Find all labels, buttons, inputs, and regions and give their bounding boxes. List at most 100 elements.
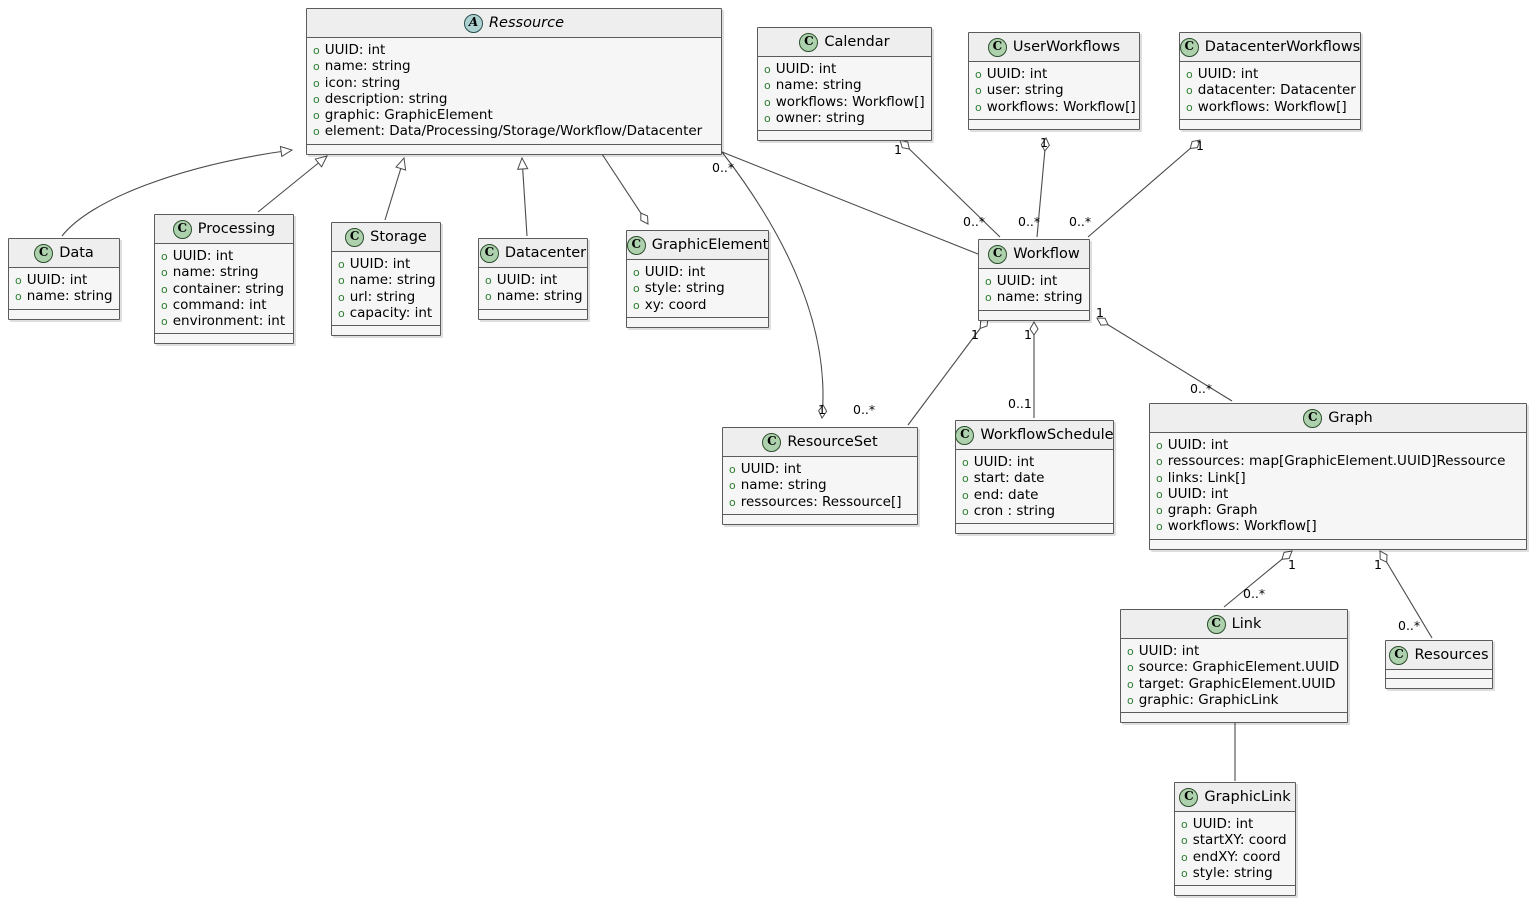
attribute-label: icon: string xyxy=(324,74,401,91)
visibility-public-icon: o xyxy=(1181,866,1188,880)
edge-ressource-graphicelement xyxy=(599,150,649,225)
visibility-public-icon: o xyxy=(161,266,168,280)
class-name-calendar: Calendar xyxy=(824,34,890,50)
attribute-label: UUID: int xyxy=(172,248,234,264)
class-methods-datacenter xyxy=(479,310,587,319)
attribute-row: o end: date xyxy=(962,487,1108,503)
class-name-storage: Storage xyxy=(370,229,427,245)
attribute-label: datacenter: Datacenter xyxy=(1197,82,1356,99)
attribute-label: end: date xyxy=(973,486,1039,503)
class-icon: C xyxy=(172,219,192,239)
visibility-public-icon: o xyxy=(633,266,640,279)
visibility-public-icon: o xyxy=(338,290,345,304)
visibility-public-icon: o xyxy=(729,463,736,476)
abstract-class-icon: A xyxy=(463,13,483,33)
attribute-label: name: string xyxy=(496,288,583,305)
visibility-public-icon: o xyxy=(962,504,969,518)
attribute-label: style: string xyxy=(644,280,725,297)
visibility-public-icon: o xyxy=(1156,471,1163,485)
multiplicity-label: 1 xyxy=(1040,135,1048,150)
visibility-public-icon: o xyxy=(1127,677,1134,691)
visibility-public-icon: o xyxy=(1127,693,1134,707)
class-name-processing: Processing xyxy=(197,221,276,237)
class-icon: C xyxy=(799,32,819,52)
class-methods-workflow xyxy=(979,311,1089,320)
attribute-label: source: GraphicElement.UUID xyxy=(1138,659,1340,676)
visibility-public-icon: o xyxy=(962,456,969,469)
class-icon: C xyxy=(988,244,1008,264)
attribute-label: name: string xyxy=(775,77,862,94)
class-name-resourceset: ResourceSet xyxy=(787,434,878,450)
class-icon: C xyxy=(1303,408,1323,428)
class-header-processing: C Processing xyxy=(155,215,293,244)
attribute-label: element: Data/Processing/Storage/Workflo… xyxy=(324,123,703,140)
visibility-public-icon: o xyxy=(962,488,969,502)
attribute-label: cron : string xyxy=(973,502,1056,519)
class-icon: C xyxy=(1206,614,1226,634)
class-icon: C xyxy=(762,432,782,452)
class-methods-storage xyxy=(332,326,440,335)
multiplicity-label: 1 xyxy=(1096,305,1104,320)
multiplicity-label: 0..* xyxy=(1069,214,1092,229)
multiplicity-label: 1 xyxy=(894,142,902,157)
visibility-public-icon: o xyxy=(313,44,320,57)
multiplicity-label: 1 xyxy=(1196,138,1204,153)
class-header-graphiclink: C GraphicLink xyxy=(1175,783,1295,812)
attribute-label: url: string xyxy=(349,288,416,305)
class-attributes-resources xyxy=(1386,670,1492,679)
class-icon: C xyxy=(1389,645,1409,665)
class-name-datacenter: Datacenter xyxy=(504,245,587,261)
attribute-label: links: Link[] xyxy=(1167,469,1246,486)
class-icon: C xyxy=(34,243,54,263)
multiplicity-label: 1 xyxy=(971,327,979,342)
attribute-label: name: string xyxy=(996,289,1083,306)
class-name-graphiclink: GraphicLink xyxy=(1204,789,1291,805)
visibility-public-icon: o xyxy=(313,60,320,74)
visibility-public-icon: o xyxy=(313,109,320,123)
attribute-label: UUID: int xyxy=(324,42,386,58)
class-icon: C xyxy=(1179,787,1199,807)
multiplicity-label: 1 xyxy=(1024,327,1032,342)
visibility-public-icon: o xyxy=(161,282,168,296)
edge-datacenterworkflows-workflow xyxy=(1087,139,1201,238)
